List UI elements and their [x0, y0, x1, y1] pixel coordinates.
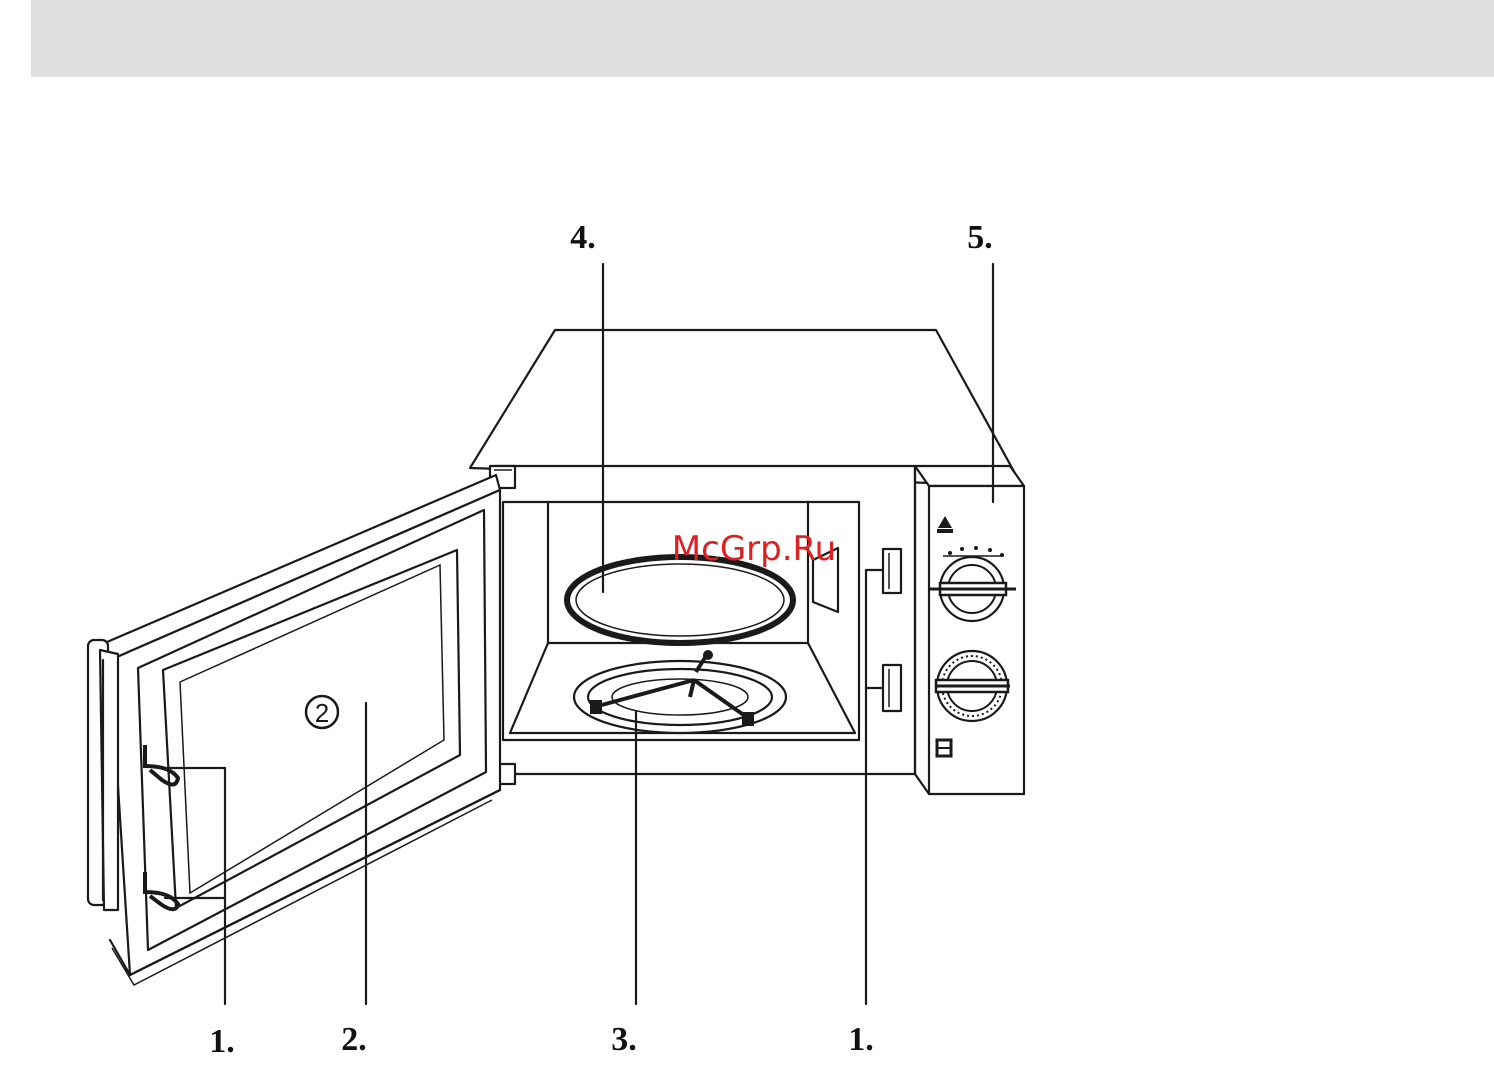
latch-hole-upper	[883, 549, 901, 593]
door[interactable]	[88, 475, 500, 985]
callout-1-left: 1.	[209, 1023, 235, 1060]
door-center-mark: 2	[306, 696, 338, 728]
callout-4: 4.	[570, 219, 596, 256]
callout-5: 5.	[967, 219, 993, 256]
callout-1-right: 1.	[848, 1021, 874, 1058]
door-center-mark-text: 2	[315, 698, 329, 728]
glass-tray	[567, 557, 793, 643]
callout-2: 2.	[341, 1021, 367, 1058]
cabinet-top	[470, 330, 1022, 486]
timer-icon	[937, 740, 951, 756]
latch-hole-lower	[883, 665, 901, 711]
control-panel	[915, 466, 1024, 794]
watermark: McGrp.Ru	[672, 529, 836, 569]
callout-3: 3.	[611, 1021, 637, 1058]
